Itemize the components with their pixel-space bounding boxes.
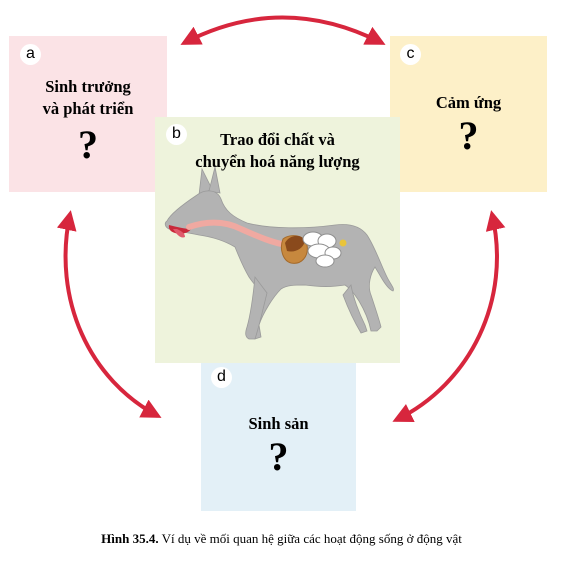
box-b-title-line-1: Trao đổi chất và	[220, 130, 335, 149]
liver-icon	[285, 235, 305, 252]
figure-caption: Hình 35.4. Ví dụ về mối quan hệ giữa các…	[0, 531, 563, 547]
box-reproduction: d Sinh sản ?	[201, 363, 356, 511]
dog-body-icon	[164, 166, 394, 340]
box-a-question-mark: ?	[78, 122, 98, 167]
box-a-title-line-1: Sinh trưởng	[45, 77, 131, 96]
esophagus-icon	[186, 219, 290, 248]
intestines-icon	[302, 231, 342, 268]
arrow-a-c	[180, 15, 386, 45]
box-a-title-line-2: và phát triển	[42, 99, 134, 118]
figure-caption-label: Hình 35.4.	[101, 531, 159, 546]
box-d-letter: d	[211, 367, 232, 388]
gallbladder-icon	[339, 239, 347, 247]
dog-digestive-system-illustration	[164, 166, 394, 340]
box-b-title-line-2: chuyển hoá năng lượng	[195, 152, 360, 171]
box-a-letter: a	[20, 44, 41, 65]
dog-tongue-icon	[173, 229, 185, 238]
arrow-a-d	[56, 210, 162, 418]
box-c-question-mark: ?	[458, 113, 479, 158]
box-growth-development: a Sinh trưởng và phát triển ?	[9, 36, 167, 192]
box-d-title: Sinh sản	[248, 414, 309, 433]
box-response: c Cảm ứng ?	[390, 36, 547, 192]
box-c-title: Cảm ứng	[435, 93, 502, 112]
arrow-c-d	[392, 210, 506, 422]
dog-mouth-icon	[168, 225, 191, 234]
box-b-letter: b	[166, 124, 187, 145]
box-c-letter: c	[400, 44, 421, 65]
figure-caption-text: Ví dụ về mối quan hệ giữa các hoạt động …	[158, 531, 462, 546]
box-metabolism-energy: b Trao đổi chất và chuyển hoá năng lượng	[155, 117, 400, 363]
box-d-question-mark: ?	[268, 434, 289, 479]
